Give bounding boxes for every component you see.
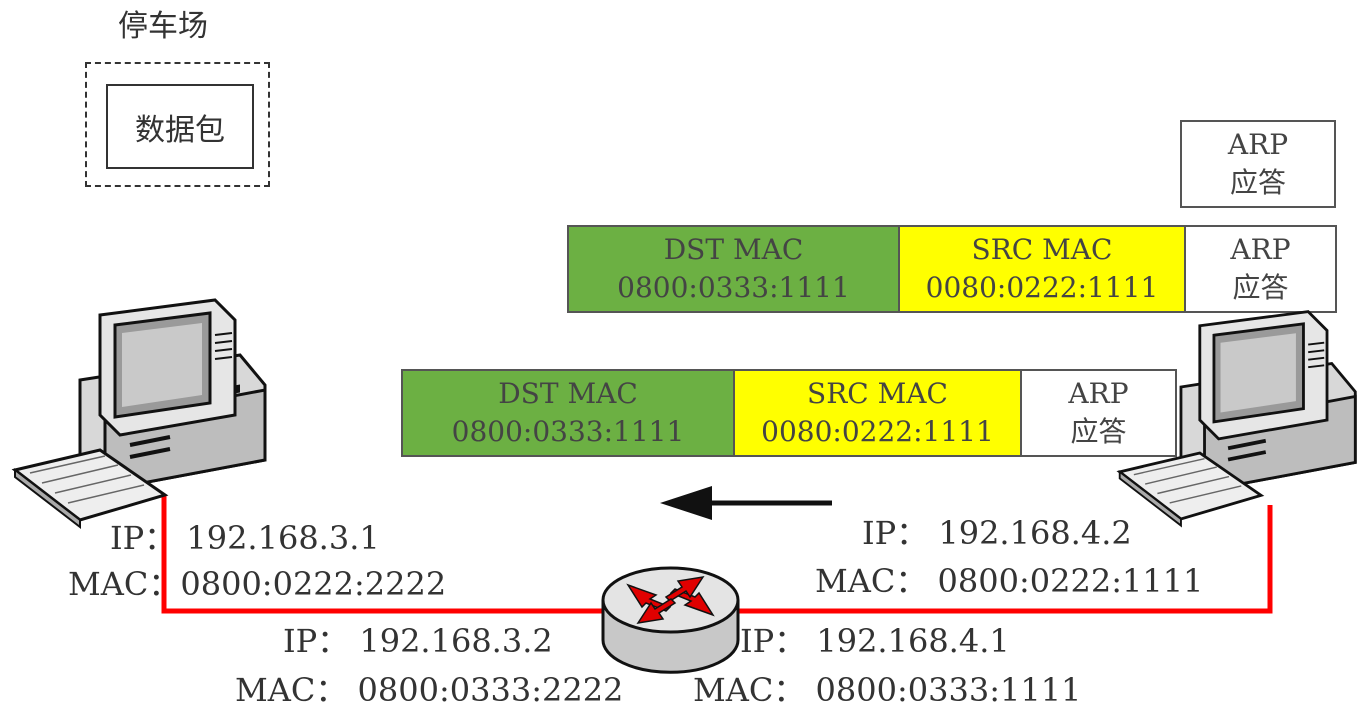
frame-upper-src: SRC MAC 0080:0222:1111 [900,227,1186,311]
frame-upper-payload: ARP 应答 [1186,227,1335,311]
frame-upper: DST MAC 0800:0333:1111 SRC MAC 0080:0222… [567,225,1337,313]
frame-lower-src: SRC MAC 0080:0222:1111 [735,371,1022,455]
arp-reply-line2: 应答 [1229,166,1286,199]
host-left-mac: MAC：0800:0222:2222 [68,565,447,603]
dst-mac-value: 0800:0333:1111 [617,271,850,304]
src-mac-label: SRC MAC [971,233,1113,267]
computer-right-icon [1116,310,1357,528]
router-icon [601,566,740,674]
src-mac-label: SRC MAC [807,377,948,411]
right-link [730,505,1273,614]
computer-left-icon [11,298,267,530]
dst-mac-label: DST MAC [498,377,638,411]
frame-lower: DST MAC 0800:0333:1111 SRC MAC 0080:0222… [401,369,1177,457]
host-left-ip: IP： 192.168.3.1 [110,519,380,557]
src-mac-value: 0080:0222:1111 [761,415,994,448]
frame-lower-payload: ARP 应答 [1022,371,1175,455]
router-right-ip: IP： 192.168.4.1 [740,622,1010,660]
parking-lot-box [85,62,270,187]
router-left-mac: MAC： 0800:0333:2222 [235,671,624,709]
frame-lower-dst: DST MAC 0800:0333:1111 [403,371,735,455]
direction-arrow-icon [660,486,832,520]
payload-line1: ARP [1230,233,1291,267]
parking-title: 停车场 [118,9,208,44]
dst-mac-label: DST MAC [663,233,804,267]
payload-line2: 应答 [1232,271,1289,304]
router-left-ip: IP： 192.168.3.2 [283,622,553,660]
left-link [161,495,610,614]
host-right-mac: MAC： 0800:0222:1111 [815,562,1204,600]
payload-line2: 应答 [1070,415,1127,448]
host-right-ip: IP： 192.168.4.2 [862,514,1132,552]
arp-reply-line1: ARP [1227,128,1289,162]
frame-upper-dst: DST MAC 0800:0333:1111 [569,227,900,311]
dst-mac-value: 0800:0333:1111 [451,415,685,448]
arp-reply-box: ARP 应答 [1180,120,1336,208]
packet-box: 数据包 [106,84,254,169]
payload-line1: ARP [1068,377,1129,411]
src-mac-value: 0080:0222:1111 [925,271,1159,304]
router-right-mac: MAC： 0800:0333:1111 [693,671,1082,709]
